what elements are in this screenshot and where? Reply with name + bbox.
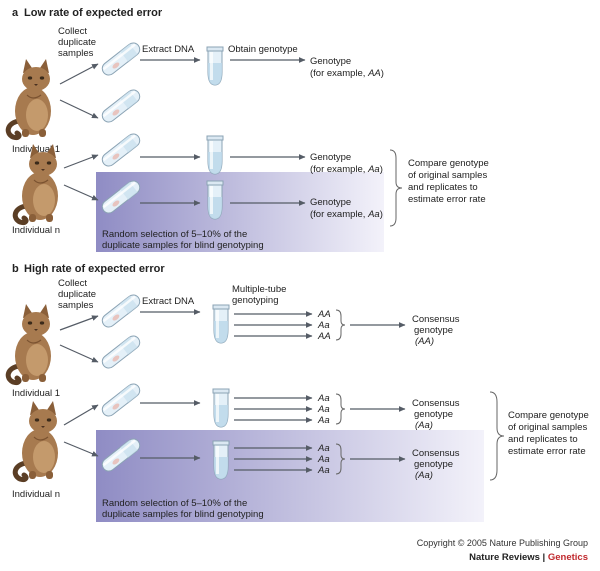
svg-text:of original samples: of original samples xyxy=(408,170,487,181)
svg-text:Compare genotype: Compare genotype xyxy=(408,158,489,169)
panel-b-consensus-2c: (Aa) xyxy=(415,420,433,431)
panel-b-replicate-band xyxy=(96,430,484,522)
svg-text:Compare genotype: Compare genotype xyxy=(508,410,589,421)
panel-a-random-label: Random selection of 5–10% of the duplica… xyxy=(102,229,264,251)
panel-a-arrow xyxy=(59,99,99,119)
panel-b-consensus-3c: (Aa) xyxy=(415,470,433,481)
panel-a-arrow xyxy=(63,154,99,169)
panel-a-arrow xyxy=(63,184,99,201)
panel-b-compare-label: Compare genotype of original samples and… xyxy=(508,410,589,457)
panel-b-brace xyxy=(335,443,346,475)
panel-b-call: Aa xyxy=(317,393,330,404)
panel-b-consensus-3a: Consensus xyxy=(412,448,460,459)
panel-a-obtain-label: Obtain genotype xyxy=(228,44,298,55)
panel-b-dna-tube-icon xyxy=(212,304,230,344)
panel-a-dna-tube-icon xyxy=(206,180,224,220)
panel-a-dna-tube-icon xyxy=(206,46,224,86)
panel-a-example-3: (for example, Aa) xyxy=(310,209,383,220)
panel-b-consensus-1a: Consensus xyxy=(412,314,460,325)
panel-a-arrow xyxy=(59,63,99,85)
panel-a-example-1: (for example, AA) xyxy=(310,68,384,79)
svg-text:estimate error rate: estimate error rate xyxy=(408,194,486,205)
panel-b-brace xyxy=(335,309,346,341)
panel-a-sample-tube-icon xyxy=(99,86,143,126)
svg-text:duplicate: duplicate xyxy=(58,37,96,48)
panel-b-consensus-2a: Consensus xyxy=(412,398,460,409)
panel-a-compare-label: Compare genotype of original samples and… xyxy=(408,158,489,205)
panel-b-dna-tube-icon xyxy=(212,388,230,428)
panel-b-call: Aa xyxy=(317,443,330,454)
panel-a-sample-tube-icon xyxy=(99,130,143,170)
panel-a-brace xyxy=(389,149,403,227)
panel-b-dna-tube-icon xyxy=(212,440,230,480)
panel-b-title: High rate of expected error xyxy=(24,263,165,275)
svg-text:Collect: Collect xyxy=(58,278,87,289)
svg-text:Multiple-tube: Multiple-tube xyxy=(232,284,286,295)
svg-text:samples: samples xyxy=(58,48,94,59)
panel-b-call: Aa xyxy=(317,465,330,476)
svg-text:and replicates to: and replicates to xyxy=(508,434,578,445)
panel-a-title: Low rate of expected error xyxy=(24,7,163,19)
copyright-text: Copyright © 2005 Nature Publishing Group xyxy=(417,538,588,548)
panel-b-arrow xyxy=(63,441,99,457)
panel-b-call: AA xyxy=(317,309,331,320)
svg-text:duplicate samples for blind ge: duplicate samples for blind genotyping xyxy=(102,509,264,520)
panel-b-brace-large xyxy=(489,391,505,481)
panel-a-genotype-2: Genotype xyxy=(310,152,351,163)
panel-a: a Low rate of expected error Collect dup… xyxy=(8,7,489,252)
panel-b-arrow xyxy=(59,344,99,363)
panel-b-call: Aa xyxy=(317,415,330,426)
panel-a-dna-tube-icon xyxy=(206,135,224,175)
panel-b-sample-tube-icon xyxy=(99,380,143,420)
panel-b: b High rate of expected error Collect du… xyxy=(8,263,589,522)
panel-a-cat-icon-1 xyxy=(8,59,51,138)
panel-b-consensus-1b: genotype xyxy=(414,325,453,336)
panel-b-call: Aa xyxy=(317,320,330,331)
panel-a-extract-label: Extract DNA xyxy=(142,44,195,55)
panel-b-arrow xyxy=(63,404,99,426)
panel-a-letter: a xyxy=(12,7,19,19)
svg-text:Random selection of 5–10% of t: Random selection of 5–10% of the xyxy=(102,229,247,240)
svg-text:estimate error rate: estimate error rate xyxy=(508,446,586,457)
panel-b-call: AA xyxy=(317,331,331,342)
svg-text:and replicates to: and replicates to xyxy=(408,182,478,193)
panel-b-individual-1: Individual 1 xyxy=(12,388,60,399)
svg-text:genotyping: genotyping xyxy=(232,295,278,306)
journal-section: Genetics xyxy=(548,552,588,563)
svg-text:samples: samples xyxy=(58,300,94,311)
panel-b-cat-icon-1 xyxy=(8,304,51,383)
panel-b-multiple-label: Multiple-tube genotyping xyxy=(232,284,286,306)
panel-a-cat-icon-n xyxy=(15,144,58,223)
panel-b-consensus-2b: genotype xyxy=(414,409,453,420)
panel-b-sample-tube-icon xyxy=(99,332,143,372)
panel-b-individual-n: Individual n xyxy=(12,489,60,500)
panel-a-individual-n: Individual n xyxy=(12,225,60,236)
journal-credit: Nature Reviews | Genetics xyxy=(469,552,588,563)
panel-b-sample-tube-icon xyxy=(99,291,143,331)
panel-a-genotype-1: Genotype xyxy=(310,56,351,67)
panel-b-random-label: Random selection of 5–10% of the duplica… xyxy=(102,498,264,520)
panel-b-arrow xyxy=(59,315,99,331)
svg-text:Random selection of 5–10% of t: Random selection of 5–10% of the xyxy=(102,498,247,509)
panel-b-cat-icon-n xyxy=(15,401,58,480)
panel-a-replicate-band xyxy=(96,172,384,252)
svg-text:Collect: Collect xyxy=(58,26,87,37)
svg-text:of original samples: of original samples xyxy=(508,422,587,433)
panel-b-call: Aa xyxy=(317,454,330,465)
panel-b-call: Aa xyxy=(317,404,330,415)
svg-text:duplicate: duplicate xyxy=(58,289,96,300)
panel-b-letter: b xyxy=(12,263,19,275)
panel-a-collect-label: Collect duplicate samples xyxy=(58,26,96,59)
panel-b-brace xyxy=(335,393,346,425)
panel-b-consensus-1c: (AA) xyxy=(415,336,434,347)
panel-a-sample-tube-icon xyxy=(99,39,143,79)
panel-b-extract-label: Extract DNA xyxy=(142,296,195,307)
panel-a-genotype-3: Genotype xyxy=(310,197,351,208)
panel-b-collect-label: Collect duplicate samples xyxy=(58,278,96,311)
svg-text:duplicate samples for blind ge: duplicate samples for blind genotyping xyxy=(102,240,264,251)
panel-a-example-2: (for example, Aa) xyxy=(310,164,383,175)
panel-b-consensus-3b: genotype xyxy=(414,459,453,470)
